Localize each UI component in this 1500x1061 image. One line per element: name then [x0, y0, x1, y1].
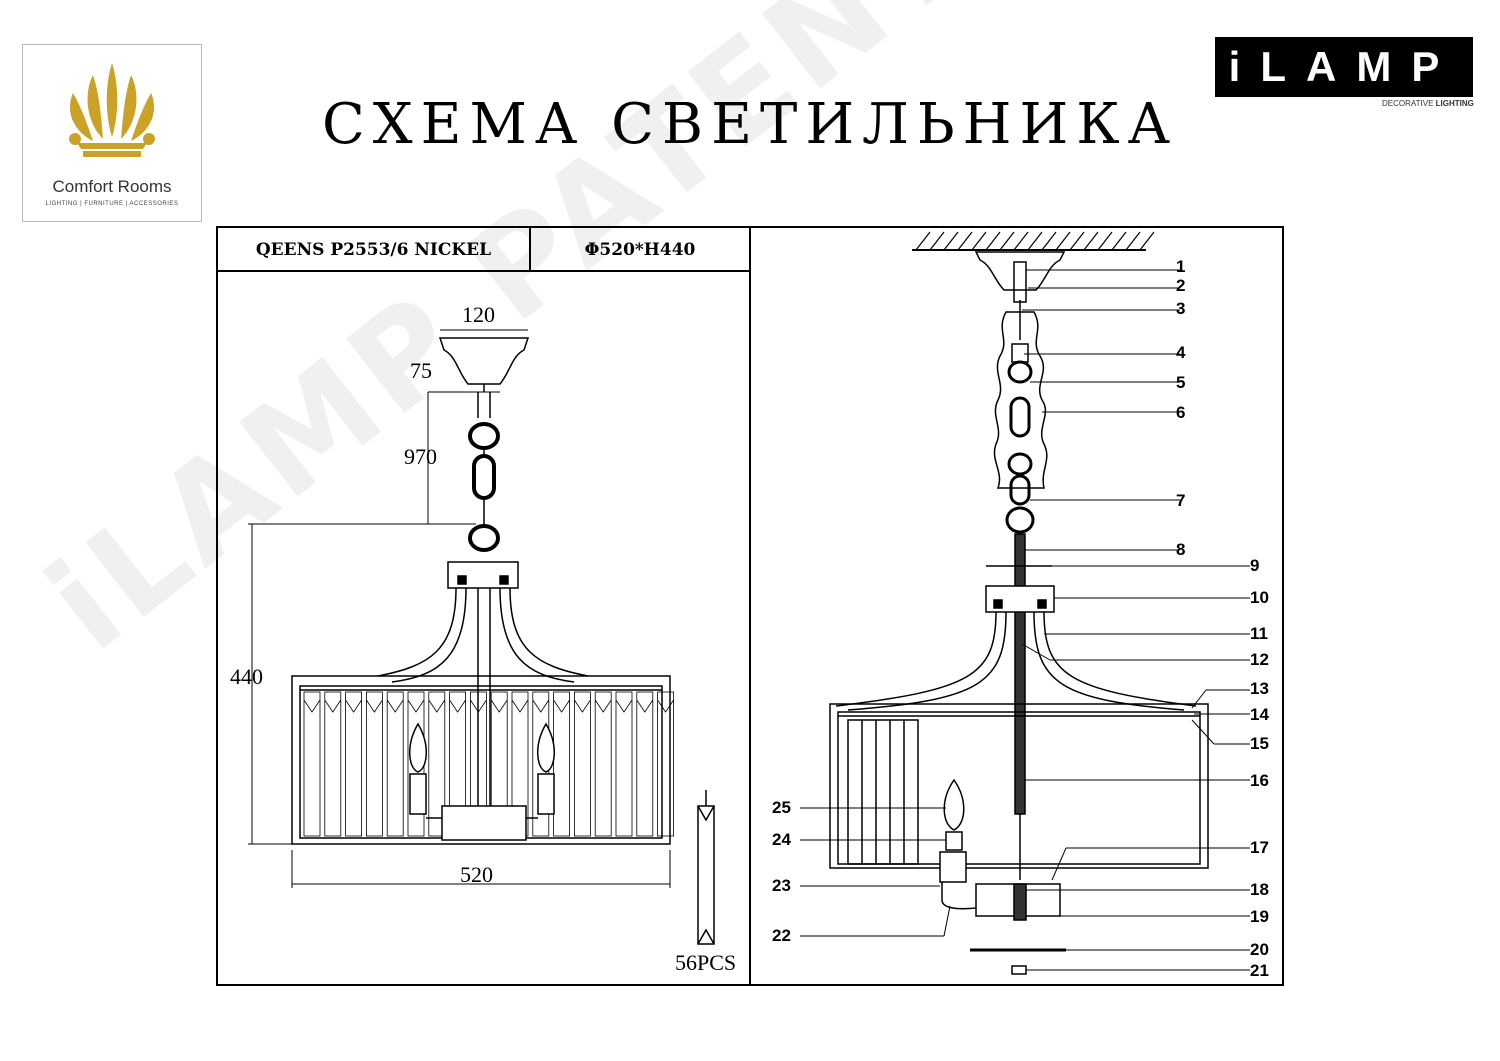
part-number: 9 [1250, 556, 1260, 575]
part-number: 23 [772, 876, 791, 895]
chain-link [1005, 506, 1035, 534]
crystal-prism [553, 691, 570, 837]
arm [1043, 611, 1197, 707]
part-number: 3 [1176, 299, 1186, 318]
part-number: 14 [1250, 705, 1269, 724]
dim-top-width: 120 [462, 302, 495, 327]
part-number: 12 [1250, 650, 1269, 669]
arm [509, 587, 589, 677]
part-number: 1 [1176, 257, 1186, 276]
center-hub [441, 805, 527, 841]
part-number: 5 [1176, 373, 1186, 392]
ilamp-subtitle-plain: DECORATIVE [1382, 99, 1436, 108]
brand-tagline: LIGHTING | FURNITURE | ACCESSORIES [45, 201, 179, 207]
dim-canopy-height: 75 [410, 358, 432, 383]
part-number: 10 [1250, 588, 1269, 607]
part-number: 21 [1250, 961, 1269, 980]
canopy [974, 251, 1066, 291]
part-number: 6 [1176, 403, 1186, 422]
comfort-rooms-logo: Comfort Rooms LIGHTING | FURNITURE | ACC… [22, 44, 202, 222]
part-number: 2 [1176, 276, 1186, 295]
header-rule [216, 270, 751, 272]
crystal-prism [345, 691, 363, 837]
crystal-prism [365, 691, 383, 837]
ilamp-subtitle-bold: LIGHTING [1435, 99, 1474, 108]
part-number: 11 [1250, 624, 1268, 643]
crystal-prism [615, 691, 633, 837]
brand-name: Comfort Rooms [52, 177, 172, 196]
part-number: 19 [1250, 907, 1269, 926]
bulb [409, 722, 427, 773]
crystal-count: 56PCS [675, 950, 737, 975]
crystal-prism [657, 691, 674, 837]
part-number: 24 [772, 830, 791, 849]
ilamp-subtitle: DECORATIVE LIGHTING [1382, 99, 1474, 108]
part-number: 17 [1250, 838, 1269, 857]
chain-link [1009, 474, 1031, 506]
arm [835, 611, 997, 707]
part-number: 22 [772, 926, 791, 945]
crystal-prism [324, 691, 342, 837]
chain-link [1007, 452, 1033, 476]
threaded-rod [1014, 533, 1026, 815]
chain-sleeve [993, 311, 1048, 489]
body-frame [829, 703, 1209, 869]
ilamp-logo: iLAMP [1215, 37, 1473, 97]
frame-divider [749, 226, 751, 986]
chain-link [1007, 360, 1033, 384]
page-title: СХЕМА СВЕТИЛЬНИКА [321, 92, 1179, 157]
part-number: 4 [1176, 343, 1186, 362]
part-number: 18 [1250, 880, 1269, 899]
dim-body-width: 520 [460, 862, 493, 887]
ilamp-wordmark: iLAMP [1228, 43, 1460, 90]
crown-emblem-icon [69, 63, 155, 157]
model-size: Φ520*H440 [584, 240, 696, 260]
bulb [537, 722, 555, 773]
model-name: QEENS P2553/6 NICKEL [255, 240, 492, 260]
dim-chain-length: 970 [404, 444, 437, 469]
part-number: 20 [1250, 940, 1269, 959]
part-number: 15 [1250, 734, 1269, 753]
crystal-prism [594, 691, 612, 837]
header-separator [529, 226, 531, 272]
arm [377, 587, 457, 677]
part-number: 13 [1250, 679, 1269, 698]
crystal-prism [574, 691, 591, 837]
part-number: 25 [772, 798, 791, 817]
crystal-prism [303, 691, 321, 837]
chain-link [1009, 396, 1031, 438]
crystal-prism [428, 691, 446, 837]
part-number: 8 [1176, 540, 1186, 559]
body-frame [291, 675, 671, 845]
dim-body-height: 440 [230, 664, 263, 689]
bulb [943, 778, 965, 831]
part-number: 16 [1250, 771, 1269, 790]
crystal-prism [636, 691, 654, 837]
canopy [438, 337, 530, 385]
crystal-prism [386, 691, 404, 837]
part-number: 7 [1176, 491, 1186, 510]
